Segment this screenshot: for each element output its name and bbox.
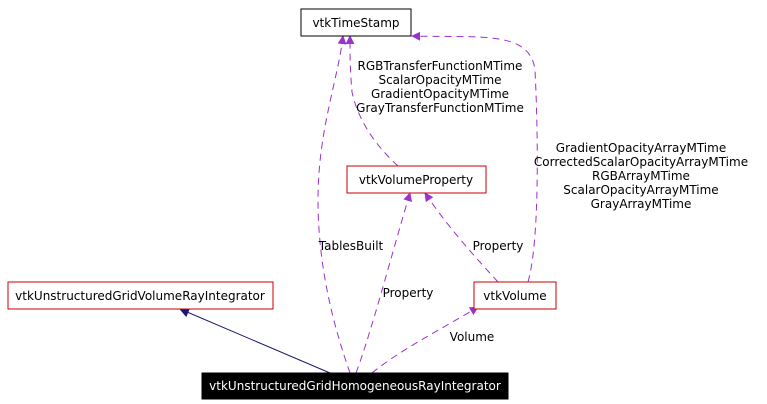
node-label: vtkUnstructuredGridHomogeneousRayIntegra… bbox=[209, 379, 501, 393]
edge-label-line: GrayArrayMTime bbox=[591, 197, 692, 211]
edge-label-line: GrayTransferFunctionMTime bbox=[356, 101, 524, 115]
edge-label-line: RGBArrayMTime bbox=[592, 169, 690, 183]
node-label: vtkTimeStamp bbox=[312, 16, 399, 30]
label-volume: Volume bbox=[450, 330, 495, 344]
node-label: vtkVolumeProperty bbox=[359, 173, 473, 187]
edge-tables-built bbox=[317, 35, 351, 374]
edge-label-line: CorrectedScalarOpacityArrayMTime bbox=[534, 155, 748, 169]
edge-label-line: GradientOpacityArrayMTime bbox=[556, 141, 726, 155]
label-tables-built: TablesBuilt bbox=[318, 239, 384, 253]
edge-inheritance bbox=[179, 307, 331, 374]
node-label: vtkVolume bbox=[483, 289, 546, 303]
edge-label-line: GradientOpacityMTime bbox=[371, 87, 509, 101]
node-vtk-volume-property[interactable]: vtkVolumeProperty bbox=[346, 165, 487, 194]
label-property-homogeneous: Property bbox=[383, 286, 434, 300]
node-vtk-unstructured-grid-volume-ray-integrator[interactable]: vtkUnstructuredGridVolumeRayIntegrator bbox=[7, 281, 274, 310]
edge-property-homogeneous bbox=[355, 192, 412, 374]
edge-label-line: ScalarOpacityArrayMTime bbox=[563, 183, 718, 197]
label-property-volume: Property bbox=[473, 239, 524, 253]
label-volume-mtimes: GradientOpacityArrayMTime CorrectedScala… bbox=[534, 141, 748, 211]
edge-label-line: RGBTransferFunctionMTime bbox=[358, 59, 523, 73]
label-volume-property-mtimes: RGBTransferFunctionMTime ScalarOpacityMT… bbox=[356, 59, 524, 115]
edge-property-volume bbox=[424, 192, 499, 283]
node-vtk-unstructured-grid-homogeneous-ray-integrator: vtkUnstructuredGridHomogeneousRayIntegra… bbox=[201, 372, 509, 400]
node-label: vtkUnstructuredGridVolumeRayIntegrator bbox=[15, 289, 265, 303]
edge-volume-mtimes bbox=[411, 31, 538, 283]
edge-volume bbox=[371, 306, 479, 374]
node-vtk-volume[interactable]: vtkVolume bbox=[473, 281, 557, 310]
node-vtk-time-stamp[interactable]: vtkTimeStamp bbox=[300, 8, 412, 37]
edge-volume-property-mtimes bbox=[345, 35, 399, 167]
edge-label-line: ScalarOpacityMTime bbox=[378, 73, 501, 87]
